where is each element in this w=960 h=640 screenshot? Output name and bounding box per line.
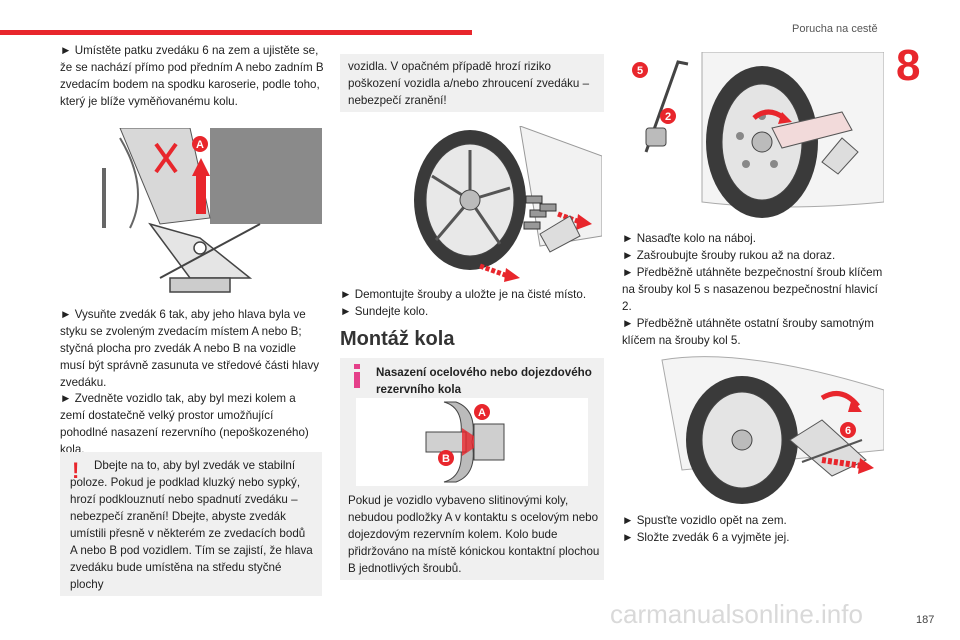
fig-label-6: 6 (845, 425, 851, 437)
col1-para-place-jack: ► Umístěte patku zvedáku 6 na zem a ujis… (60, 44, 324, 108)
warning-icon: ! (72, 458, 80, 483)
section-title: Porucha na cestě (792, 23, 878, 35)
col3-para-tighten-security-bolt: ► Předběžně utáhněte bezpečnostní šroub … (622, 266, 883, 313)
info-box: Nasazení ocelového nebo dojezdového reze… (340, 358, 604, 580)
warning-continued-text: vozidla. V opačném případě hrozí riziko … (348, 60, 590, 107)
fig-label-2: 2 (665, 111, 671, 123)
warning-text: Dbejte na to, aby byl zvedák ve stabilní… (70, 459, 313, 591)
label-a-badge (192, 136, 208, 152)
col2-para-remove-bolts: ► Demontujte šrouby a uložte je na čisté… (340, 288, 587, 301)
col3-para-tighten-other-bolts: ► Předběžně utáhněte ostatní šrouby samo… (622, 317, 874, 347)
page-number: 187 (916, 614, 935, 626)
figure-wheel-bolt: A B (356, 398, 588, 486)
label-a: A (196, 139, 204, 151)
figure-remove-bolts (414, 126, 602, 282)
info-title: Nasazení ocelového nebo dojezdového reze… (376, 366, 592, 396)
col3-para-screw-bolts: ► Zašroubujte šrouby rukou až na doraz. (622, 249, 836, 262)
info-icon (354, 364, 360, 388)
col2-para-remove-wheel: ► Sundejte kolo. (340, 305, 429, 318)
warning-box-continued: vozidla. V opačném případě hrozí riziko … (340, 54, 604, 112)
chapter-number: 8 (896, 41, 921, 90)
figure-jack-placement: A (60, 128, 322, 302)
col1-para-raise-vehicle: ► Zvedněte vozidlo tak, aby byl mezi kol… (60, 392, 309, 456)
fig-label-5: 5 (637, 65, 643, 77)
col3-para-fold-jack: ► Složte zvedák 6 a vyjměte jej. (622, 531, 790, 544)
info-label-b: B (442, 453, 450, 465)
col1-para-extend-jack: ► Vysuňte zvedák 6 tak, aby jeho hlava b… (60, 308, 320, 389)
info-text: Pokud je vozidlo vybaveno slitinovými ko… (348, 494, 600, 575)
watermark: carmanualsonline.info (610, 599, 863, 629)
info-label-a: A (478, 407, 486, 419)
figure-lower-vehicle: 6 (661, 356, 884, 504)
col3-para-fit-wheel: ► Nasaďte kolo na náboj. (622, 232, 756, 245)
figure-fit-wheel: 5 2 (632, 52, 884, 218)
warning-box: ! Dbejte na to, aby byl zvedák ve stabil… (60, 452, 322, 596)
top-accent-bar (0, 30, 472, 35)
col3-para-lower-vehicle: ► Spusťte vozidlo opět na zem. (622, 514, 787, 527)
heading-wheel-fitting: Montáž kola (340, 328, 455, 350)
